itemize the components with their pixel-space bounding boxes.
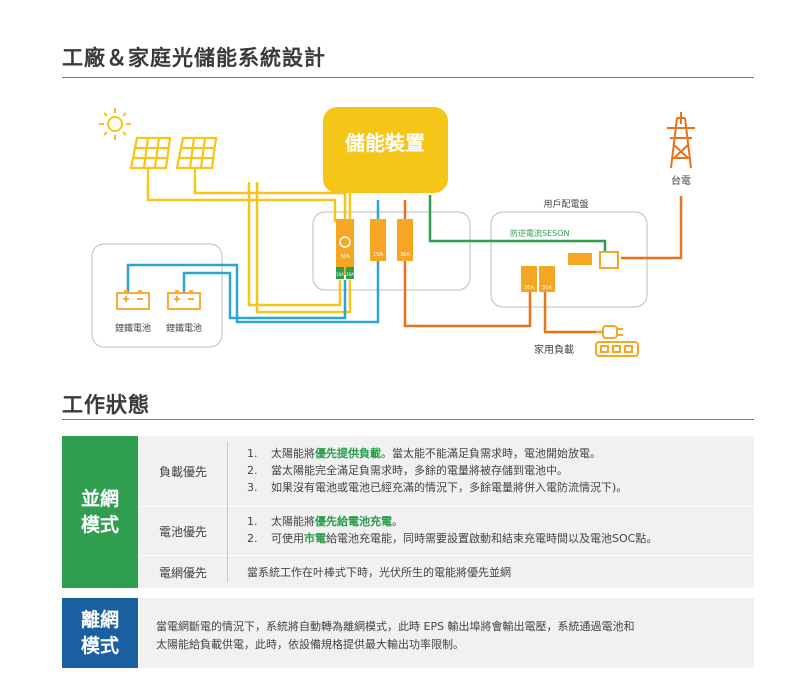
load-label: 家用負載 (534, 343, 574, 356)
breaker-15a: 15A (370, 219, 386, 261)
inverter-label: 防逆電流SESON (510, 228, 570, 238)
battery-icon (116, 290, 201, 310)
power-tower-icon (667, 112, 695, 169)
solar-wires (146, 178, 352, 314)
title-rule (62, 77, 754, 78)
power-strip-icon (595, 341, 639, 357)
breaker-16a-1-label: 16A (336, 272, 344, 277)
breaker-30a: 30A (336, 219, 354, 275)
load-priority-label: 負載優先 (139, 436, 227, 506)
panel-box-label: 用戶配電盤 (543, 198, 588, 210)
breaker-30a-b: 30A (397, 219, 413, 261)
grid-priority-label: 電網優先 (139, 556, 227, 588)
load-priority-body: 1.太陽能將優先提供負載。當太能不能滿足負需求時，電池開始放電。 2.當太陽能完… (227, 436, 754, 506)
offgrid-text-line2: 太陽能給負載供電，此時，依設備規格提供最大輸出功率限制。 (156, 638, 464, 651)
battery-box (91, 243, 223, 348)
grid-wires (403, 196, 683, 334)
list-item: 2.可使用市電給電池充電能，同時需要設置啟動和結束充電時間以及電池SOC點。 (247, 532, 658, 545)
list-item: 2.當太陽能完全滿足負需求時，多餘的電量將被存儲到電池中。 (247, 464, 568, 477)
meter-icon (599, 251, 619, 269)
breaker-16a-2 (346, 267, 354, 279)
offgrid-mode-line1: 離網 (80, 609, 119, 631)
inverter-wire (428, 195, 607, 252)
breaker-box (312, 211, 471, 291)
storage-device-box (323, 107, 448, 193)
grid-mode-line2: 模式 (80, 514, 119, 536)
battery2-label: 鋰鐵電池 (166, 322, 202, 334)
panel-breaker-1: 30A (521, 266, 537, 292)
grid-label: 台電 (671, 174, 691, 187)
battery1-label: 鋰鐵電池 (115, 322, 151, 334)
svg-text:30A: 30A (340, 254, 350, 260)
section-rule (62, 419, 754, 420)
svg-text:15A: 15A (373, 252, 383, 258)
list-item: 3.如果沒有電池或電池已經充滿的情況下，多餘電量將併入電防流情況下)。 (247, 481, 628, 494)
offgrid-mode-body: 當電網斷電的情況下，系統將自動轉為離網模式，此時 EPS 輸出埠將會輸出電壓，系… (139, 598, 754, 668)
breaker-16a-2-label: 16A (346, 272, 354, 277)
battery-priority-body: 1.太陽能將優先給電池充電。 2.可使用市電給電池充電能，同時需要設置啟動和結束… (227, 507, 754, 555)
list-item: 1.太陽能將優先提供負載。當太能不能滿足負需求時，電池開始放電。 (247, 447, 601, 460)
solar-panel-icon (129, 136, 218, 178)
svg-text:30A: 30A (524, 285, 534, 291)
offgrid-text-line1: 當電網斷電的情況下，系統將自動轉為離網模式，此時 EPS 輸出埠將會輸出電壓，系… (156, 620, 635, 633)
sun-icon (99, 108, 131, 140)
svg-text:30A: 30A (400, 252, 410, 258)
distribution-panel-box (490, 211, 648, 308)
battery-priority-label: 電池優先 (139, 507, 227, 555)
grid-priority-body: 當系統工作在叶棒式下時，光伏所生的電能將優先並網 (227, 556, 754, 588)
grid-mode-header: 並網 模式 (62, 436, 138, 588)
breaker-16a-1 (336, 267, 344, 279)
offgrid-mode-line2: 模式 (80, 635, 119, 657)
page-title: 工廠＆家庭光儲能系統設計 (62, 46, 326, 70)
svg-text:30A: 30A (542, 285, 552, 291)
section-title: 工作狀態 (62, 393, 150, 417)
storage-label: 儲能裝置 (345, 131, 425, 155)
inverter-device (568, 253, 592, 265)
system-diagram: 儲能裝置 台電 用戶配電盤 防逆電流SESON 30A (91, 107, 695, 357)
offgrid-mode-header: 離網 模式 (62, 598, 138, 668)
grid-mode-line1: 並網 (80, 488, 119, 510)
column-divider (227, 442, 228, 582)
list-item: 1.太陽能將優先給電池充電。 (247, 515, 403, 528)
panel-breaker-2: 30A (539, 266, 555, 292)
plug-icon (596, 325, 623, 339)
battery-wires (126, 200, 380, 324)
